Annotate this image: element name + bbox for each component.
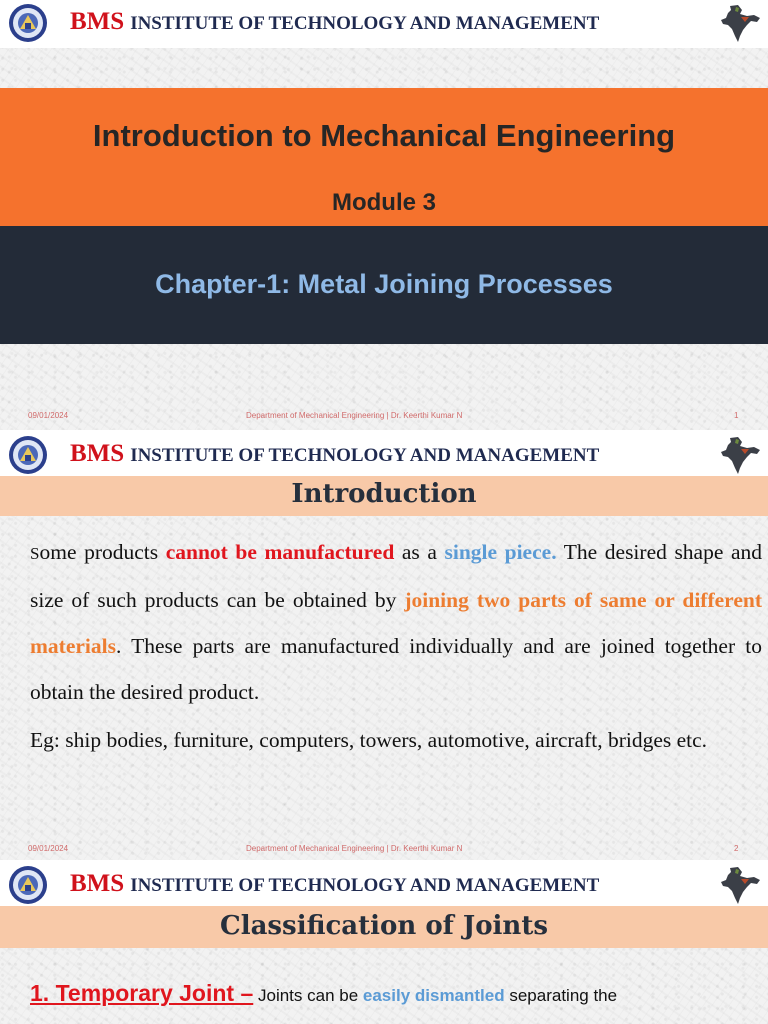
text-run: . These parts are manufactured individua… [30, 634, 762, 704]
course-title: Introduction to Mechanical Engineering [92, 118, 676, 153]
institute-name: INSTITUTE OF TECHNOLOGY AND MANAGEMENT [130, 875, 600, 896]
college-logo-icon [9, 866, 47, 904]
slide-heading: Introduction [291, 479, 477, 509]
footer-department: Department of Mechanical Engineering | D… [246, 411, 463, 420]
drop-letter: S [30, 544, 40, 563]
slide-separator [0, 430, 768, 432]
chapter-title: Chapter-1: Metal Joining Processes [155, 269, 613, 299]
heading-band [0, 476, 768, 516]
highlight-blue: single piece. [444, 540, 557, 564]
college-logo-icon [9, 436, 47, 474]
highlight-red: cannot be manufactured [165, 540, 395, 564]
heading-band [0, 906, 768, 948]
india-map-icon [721, 867, 760, 904]
footer-date: 09/01/2024 [28, 844, 69, 853]
text-run: Joints can be [253, 986, 363, 1005]
examples-paragraph: Eg: ship bodies, furniture, computers, t… [30, 728, 708, 752]
highlight-orange: joining two parts of same or different m… [30, 588, 762, 658]
footer-department: Department of Mechanical Engineering | D… [246, 844, 463, 853]
title-band [0, 88, 768, 226]
slide-heading: Classification of Joints [220, 911, 548, 941]
text-run: ome products [39, 540, 166, 564]
module-label: Module 3 [331, 189, 436, 216]
highlight-blue: easily dismantled [362, 986, 505, 1005]
chapter-band [0, 226, 768, 344]
footer-page-number: 2 [734, 844, 739, 853]
india-map-icon [721, 5, 760, 42]
text-run: The desired shape and size of such produ… [30, 540, 763, 612]
bms-wordmark: BMS [70, 440, 125, 467]
institute-name: INSTITUTE OF TECHNOLOGY AND MANAGEMENT [130, 13, 600, 34]
slide-body: Some products cannot be manufactured as … [30, 529, 762, 763]
slide-separator [0, 860, 768, 862]
joint-label: 1. Temporary Joint – [30, 980, 254, 1006]
college-logo-icon [9, 4, 47, 42]
temporary-joint-line: 1. Temporary Joint – Joints can be easil… [30, 980, 617, 1007]
footer-page-number: 1 [734, 411, 739, 420]
bms-wordmark: BMS [70, 870, 125, 897]
institute-name: INSTITUTE OF TECHNOLOGY AND MANAGEMENT [130, 445, 600, 466]
footer-date: 09/01/2024 [28, 411, 69, 420]
bms-wordmark: BMS [70, 8, 125, 35]
text-run: separating the [504, 986, 618, 1005]
intro-paragraph: Some products cannot be manufactured as … [30, 529, 762, 715]
india-map-icon [721, 437, 760, 474]
text-run: as a [394, 540, 445, 564]
